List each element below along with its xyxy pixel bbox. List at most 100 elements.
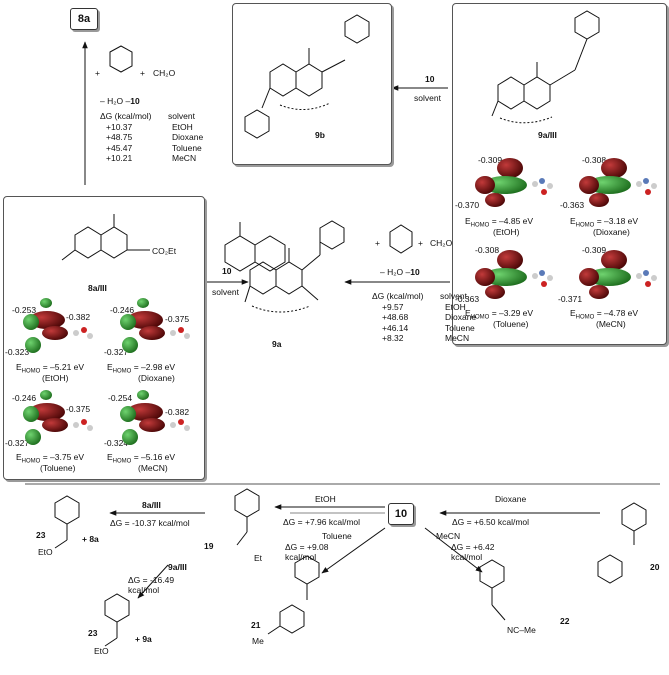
orb8a-2-c3: -0.327 <box>104 347 129 357</box>
arrow-10-to-22 <box>424 527 483 573</box>
arrow-10-to-21 <box>321 527 386 574</box>
dg-right-v3: +46.14 <box>382 322 409 333</box>
dioxane-arrow-label: Dioxane <box>495 494 527 504</box>
dg-right-s1: EtOH <box>445 301 466 312</box>
co2et-label: CO₂Et <box>152 246 177 256</box>
compound-21-label: 21 <box>251 620 261 630</box>
dg-left-s4: MeCN <box>172 153 197 163</box>
orb9a-1-c1: -0.309 <box>478 155 503 165</box>
orb8a-2-c1: -0.246 <box>110 305 135 315</box>
reagent-minus-h2o-2: – H₂O –10 <box>380 267 420 277</box>
reagent-ch2o-1: CH₂O <box>153 68 176 78</box>
dg-mecn-line2: kcal/mol <box>451 552 483 562</box>
compound-20-label: 20 <box>650 562 660 572</box>
nc-me-label: NC–Me <box>507 625 536 635</box>
orb8a-4-c3: -0.324 <box>104 438 129 448</box>
dg-left-solvent-header: solvent <box>168 111 195 121</box>
structure-22 <box>479 559 506 621</box>
compound-8a-box: 8a <box>70 8 98 30</box>
orb8a-1-solvent: (EtOH) <box>42 373 69 383</box>
orb9a-3-energy: EHOMO = –3.29 eV <box>465 308 534 321</box>
orb9a-2-c1: -0.308 <box>582 155 607 165</box>
orb9a-4-energy: EHOMO = –4.78 eV <box>570 308 639 321</box>
structure-23-top <box>54 495 80 549</box>
reagent-ch2o-2: CH₂O <box>430 238 453 248</box>
dg-toluene-line2: kcal/mol <box>285 552 317 562</box>
arrow-label-10-top: 10 <box>425 74 435 84</box>
orb8a-1-c3: -0.323 <box>5 347 30 357</box>
orb9a-2-c2: -0.363 <box>560 200 585 210</box>
dg-left-solvents: solvent EtOH Dioxane Toluene MeCN <box>168 111 203 164</box>
dg-9a-line2: kcal/mol <box>128 585 160 595</box>
orb9a-4-solvent: (MeCN) <box>596 319 626 329</box>
dg-left-header: ΔG (kcal/mol) <box>100 111 152 121</box>
orb8a-3-c3: -0.327 <box>5 438 30 448</box>
compound-19-label: 19 <box>204 541 214 551</box>
orb8a-1-energy: EHOMO = –5.21 eV <box>16 362 85 375</box>
plus-8a-label: + 8a <box>82 534 99 544</box>
orb8a-4-solvent: (MeCN) <box>138 463 168 473</box>
reagent-plus-4: + <box>418 238 423 248</box>
compound-9b-label: 9b <box>315 130 325 140</box>
dg-right-solvents: solvent EtOH Dioxane Toluene MeCN <box>440 291 476 344</box>
compound-8aIII-label: 8a/III <box>88 283 107 293</box>
dg-left-s2: Dioxane <box>172 132 204 142</box>
compound-23-label-bottom: 23 <box>88 628 98 638</box>
compound-22-label: 22 <box>560 616 570 626</box>
eto-label-bottom: EtO <box>94 646 109 656</box>
arrow-label-9aIII: 9a/III <box>168 562 187 572</box>
orb9a-1-c2: -0.370 <box>455 200 480 210</box>
arrow-label-8aIII: 8a/III <box>142 500 161 510</box>
orb9a-3-c2: -0.363 <box>455 294 480 304</box>
mecn-arrow-label: MeCN <box>436 531 461 541</box>
dg-dioxane-bottom: ΔG = +6.50 kcal/mol <box>452 517 530 527</box>
orb9a-2-solvent: (Dioxane) <box>593 227 630 237</box>
orb8a-2-energy: EHOMO = –2.98 eV <box>107 362 176 375</box>
orb8a-2-c2: -0.375 <box>165 314 190 324</box>
orb8a-3-c1: -0.246 <box>12 393 37 403</box>
structure-8aIII <box>224 222 286 272</box>
me-label-21: Me <box>252 636 264 646</box>
orb8a-4-c1: -0.254 <box>108 393 133 403</box>
reagent-plus-2: + <box>140 68 145 78</box>
compound-8a-label: 8a <box>77 13 91 25</box>
orb8a-3-energy: EHOMO = –3.75 eV <box>16 452 85 465</box>
orb9a-4-c2: -0.371 <box>558 294 583 304</box>
toluene-arrow-label: Toluene <box>322 531 352 541</box>
dg-mecn-line1: ΔG = +6.42 <box>451 542 495 552</box>
dg-left-v3: +45.47 <box>106 142 133 153</box>
orb8a-1-c1: -0.253 <box>12 305 37 315</box>
compound-23-label-top: 23 <box>36 530 46 540</box>
compound-9aIII-label: 9a/III <box>538 130 557 140</box>
orb8a-3-c2: -0.375 <box>66 404 91 414</box>
dg-toluene-line1: ΔG = +9.08 <box>285 542 329 552</box>
compound-9a-label: 9a <box>272 339 282 349</box>
dg-left-s3: Toluene <box>172 142 202 153</box>
dg-right-s4: MeCN <box>445 333 470 343</box>
arrow-label-solvent-left: solvent <box>212 287 239 297</box>
dg-right-values: ΔG (kcal/mol) +9.57 +48.68 +46.14 +8.32 <box>372 291 424 344</box>
compound-10-box: 10 <box>388 503 414 525</box>
arrow-19-to-9a <box>137 564 169 599</box>
dg-left-v4: +10.21 <box>106 153 133 163</box>
dg-left-v1: +10.37 <box>106 121 133 132</box>
dg-right-solvent-header: solvent <box>440 291 467 301</box>
structure-21 <box>267 555 320 635</box>
orb8a-2-solvent: (Dioxane) <box>138 373 175 383</box>
orb8a-4-c2: -0.382 <box>165 407 190 417</box>
orb8a-3-solvent: (Toluene) <box>40 463 76 473</box>
panel-9b <box>232 3 392 165</box>
structure-19 <box>234 488 260 546</box>
etoh-arrow-label: EtOH <box>315 494 336 504</box>
reagent-plus-1: + <box>95 68 100 78</box>
et-label-19: Et <box>254 553 263 563</box>
reagent-plus-3: + <box>375 238 380 248</box>
reagent-minus-h2o-1: – H₂O –10 <box>100 96 140 106</box>
dg-right-s2: Dioxane <box>445 312 477 322</box>
dg-etoh-bottom: ΔG = +7.96 kcal/mol <box>283 517 361 527</box>
orb9a-3-solvent: (Toluene) <box>493 319 529 329</box>
orb9a-3-c1: -0.308 <box>475 245 500 255</box>
arrow-label-10-left: 10 <box>222 266 232 276</box>
arrow-label-solvent-top: solvent <box>414 93 441 103</box>
